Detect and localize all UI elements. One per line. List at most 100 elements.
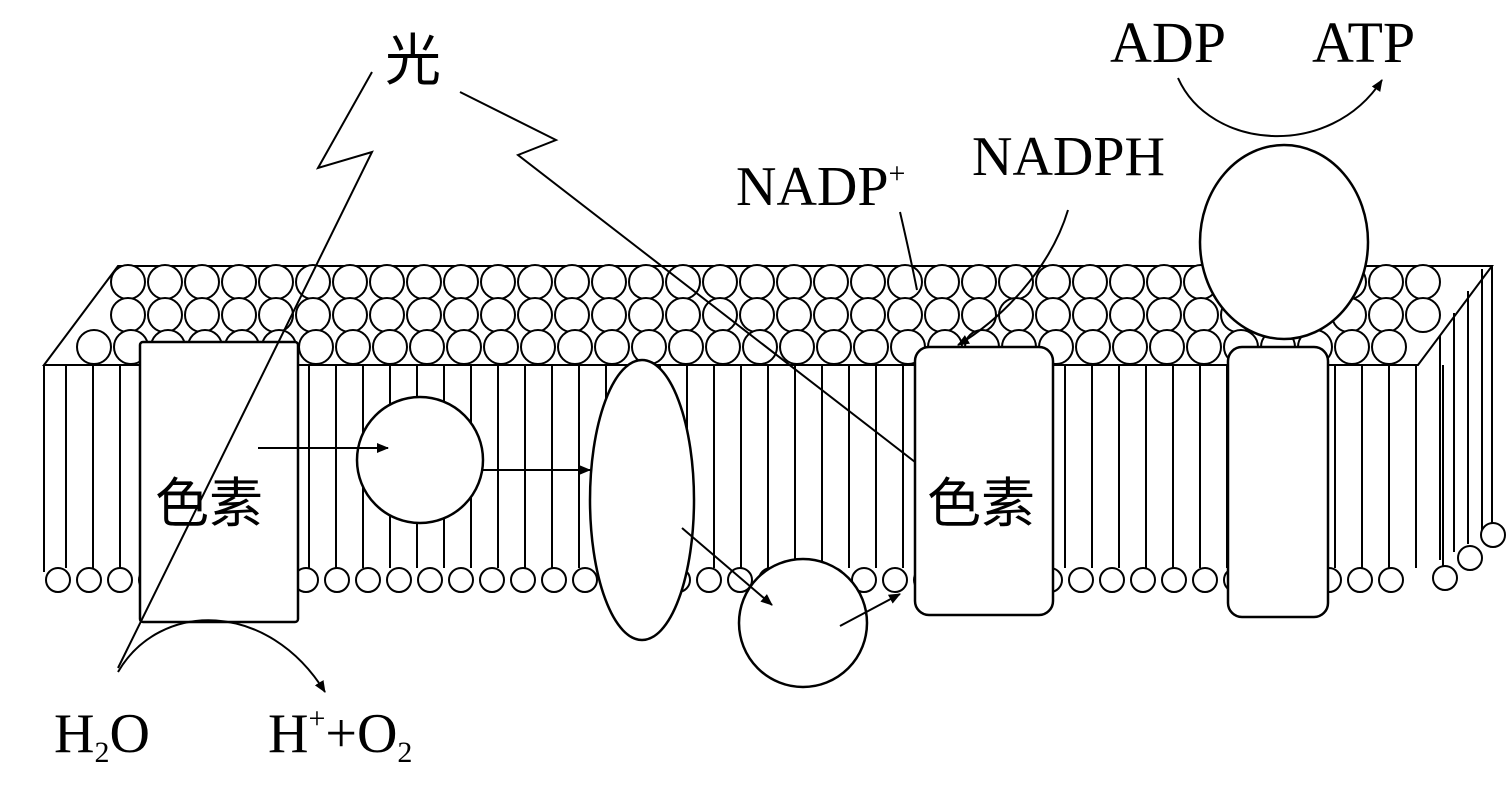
lipid-head-bottom <box>107 567 133 593</box>
lipid-head-top <box>446 329 482 365</box>
lipid-head-top <box>813 297 849 333</box>
lipid-head-top <box>76 329 112 365</box>
lipid-head-top <box>1035 297 1071 333</box>
lipid-head-top <box>1368 264 1404 300</box>
lipid-head-top <box>628 297 664 333</box>
lipid-head-top <box>406 297 442 333</box>
lipid-head-top <box>887 297 923 333</box>
pigment-right-label: 色素 <box>927 472 1035 535</box>
lipid-head-top <box>961 264 997 300</box>
water-subscript: 2 <box>94 736 109 769</box>
lipid-head-top <box>298 329 334 365</box>
lipid-head-top <box>1146 264 1182 300</box>
light-label: 光 <box>385 29 441 94</box>
lipid-head-top <box>702 264 738 300</box>
lipid-head-top <box>998 297 1034 333</box>
photosystem-right <box>913 345 1055 617</box>
lipid-head-top <box>813 264 849 300</box>
lipid-head-top <box>1072 264 1108 300</box>
lipid-head-top <box>816 329 852 365</box>
lipid-head-top <box>1183 297 1219 333</box>
lipid-head-top <box>853 329 889 365</box>
lipid-head-top <box>480 297 516 333</box>
lipid-head-top <box>520 329 556 365</box>
lipid-head-bottom <box>1480 522 1506 548</box>
products-label: H++O2 <box>268 702 412 769</box>
lipid-head-bottom <box>572 567 598 593</box>
electron-carrier-1 <box>355 395 485 525</box>
lipid-head-bottom <box>386 567 412 593</box>
lipid-head-top <box>705 329 741 365</box>
lipid-head-top <box>184 297 220 333</box>
pigment-left-label: 色素 <box>155 472 263 535</box>
lipid-head-top <box>110 264 146 300</box>
lipid-head-top <box>591 297 627 333</box>
lipid-head-top <box>221 297 257 333</box>
lipid-head-top <box>1072 297 1108 333</box>
lipid-head-top <box>409 329 445 365</box>
lipid-head-top <box>554 297 590 333</box>
cytochrome-complex <box>588 358 696 642</box>
lipid-head-bottom <box>1378 567 1404 593</box>
lipid-head-bottom <box>1457 545 1483 571</box>
lipid-head-top <box>1371 329 1407 365</box>
light-ray-right <box>459 91 916 463</box>
lipid-head-top <box>779 329 815 365</box>
lipid-head-top <box>850 264 886 300</box>
atp-synthesis-arrow <box>1177 77 1383 137</box>
lipid-head-bottom <box>324 567 350 593</box>
lipid-head-top <box>924 264 960 300</box>
electron-carrier-2 <box>737 557 869 689</box>
lipid-head-top <box>850 297 886 333</box>
proteins <box>138 143 1370 689</box>
lipid-head-top <box>1109 264 1145 300</box>
arrow-carrier-to-pigment <box>839 593 901 627</box>
electron-flow-arrows <box>258 443 901 627</box>
lipid-head-top <box>221 264 257 300</box>
water-o: O <box>109 703 149 765</box>
lipid-head-top <box>369 297 405 333</box>
lipid-head-top <box>668 329 704 365</box>
lipid-head-top <box>776 264 812 300</box>
lipid-head-top <box>1186 329 1222 365</box>
lipid-head-top <box>110 297 146 333</box>
arrow-cytochrome-to-carrier <box>681 527 773 606</box>
lipid-head-top <box>1075 329 1111 365</box>
lipid-head-top <box>1146 297 1182 333</box>
lipid-head-top <box>1112 329 1148 365</box>
lipid-head-bottom <box>355 567 381 593</box>
nadph-out-arrow <box>957 209 1069 346</box>
lipid-head-bottom <box>510 567 536 593</box>
lipid-head-top <box>295 297 331 333</box>
water-label: H2O <box>54 703 150 769</box>
lipid-head-bottom <box>1161 567 1187 593</box>
products-o-subscript: 2 <box>397 736 412 769</box>
lipid-head-top <box>517 264 553 300</box>
nadp-superscript: + <box>888 157 905 190</box>
lipid-head-top <box>924 297 960 333</box>
nadp-base: NADP <box>736 156 888 218</box>
lipid-head-bottom <box>541 567 567 593</box>
lipid-head-top <box>631 329 667 365</box>
lipid-head-top <box>372 329 408 365</box>
nadp-label: NADP+ <box>736 156 905 218</box>
lipid-head-top <box>739 264 775 300</box>
water-h: H <box>54 703 94 765</box>
light-rays <box>117 71 916 669</box>
lipid-head-bottom <box>1068 567 1094 593</box>
lipid-head-bottom <box>696 567 722 593</box>
lipid-head-top <box>1149 329 1185 365</box>
lipid-head-top <box>480 264 516 300</box>
lipid-head-top <box>147 297 183 333</box>
atp-label: ATP <box>1312 10 1415 75</box>
lipid-head-top <box>335 329 371 365</box>
lipid-head-top <box>1109 297 1145 333</box>
lipid-head-bottom <box>1192 567 1218 593</box>
lipid-head-top <box>184 264 220 300</box>
lipid-head-top <box>1334 329 1370 365</box>
lipid-head-top <box>483 329 519 365</box>
lipid-head-bottom <box>479 567 505 593</box>
water-splitting-arrow <box>117 619 326 693</box>
lipid-head-bottom <box>1347 567 1373 593</box>
